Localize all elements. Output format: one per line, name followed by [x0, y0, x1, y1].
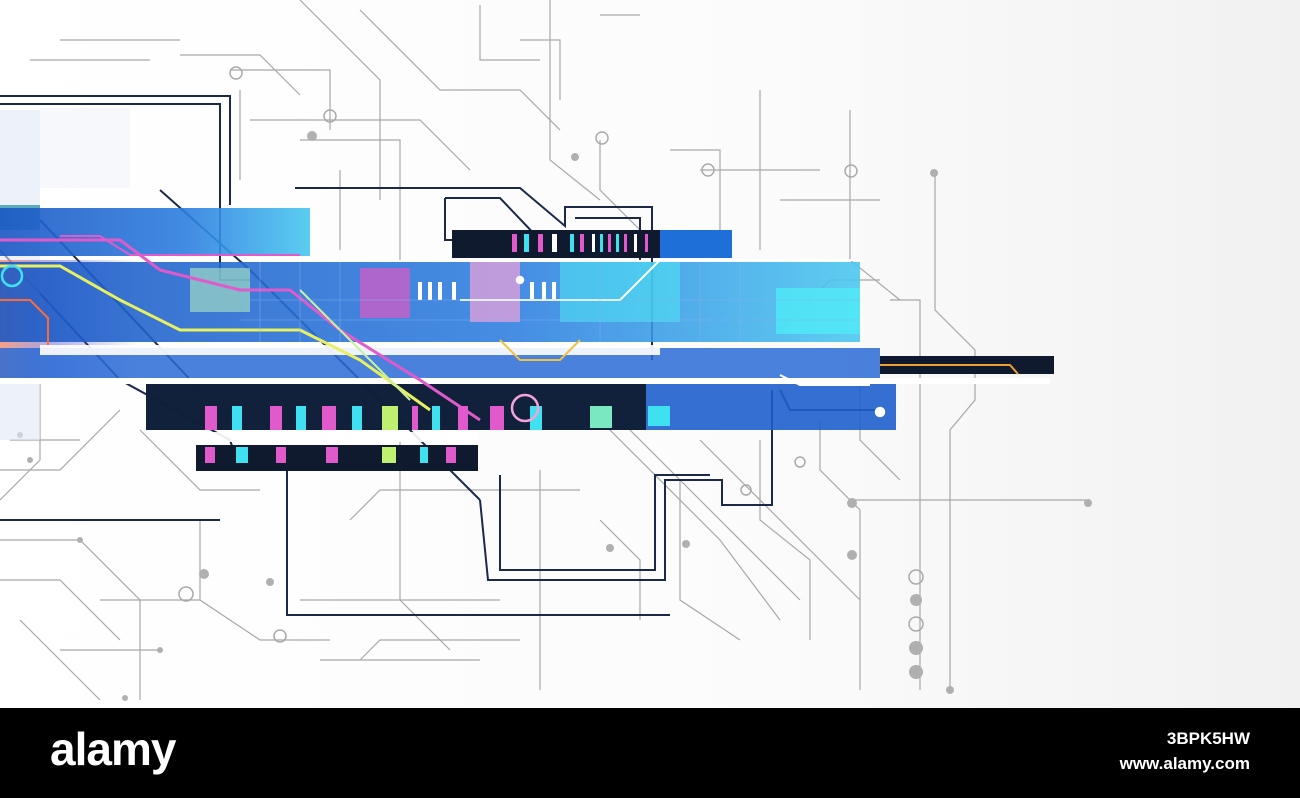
pink-patch [470, 262, 520, 322]
band-grid [240, 262, 860, 342]
data-bars-lower [205, 406, 670, 463]
blue-band-upper-end [660, 230, 732, 258]
circuit-board-artwork [0, 0, 1300, 708]
footer-info: 3BPK5HW www.alamy.com [1120, 728, 1250, 778]
data-bars-upper [512, 234, 648, 252]
footer-logo: alamy [50, 723, 176, 775]
white-stripe [40, 345, 660, 355]
band-nodes [0, 264, 886, 423]
watermark-footer: alamy 3BPK5HW www.alamy.com [0, 708, 1300, 798]
cyan-patch-right [776, 288, 860, 334]
footer-url: www.alamy.com [1119, 754, 1250, 773]
background-nodes [17, 66, 1092, 701]
magenta-patch [360, 268, 410, 318]
blue-band-top-left [0, 208, 310, 256]
blue-band-main [0, 262, 860, 342]
image-id: 3BPK5HW [1166, 729, 1250, 748]
data-bars-middle [418, 282, 556, 300]
cyan-patch [560, 262, 680, 322]
white-gap [0, 378, 1050, 384]
circuit-board-illustration [0, 0, 1092, 701]
left-panel-light [40, 108, 130, 188]
white-stripe-lower [196, 432, 478, 442]
